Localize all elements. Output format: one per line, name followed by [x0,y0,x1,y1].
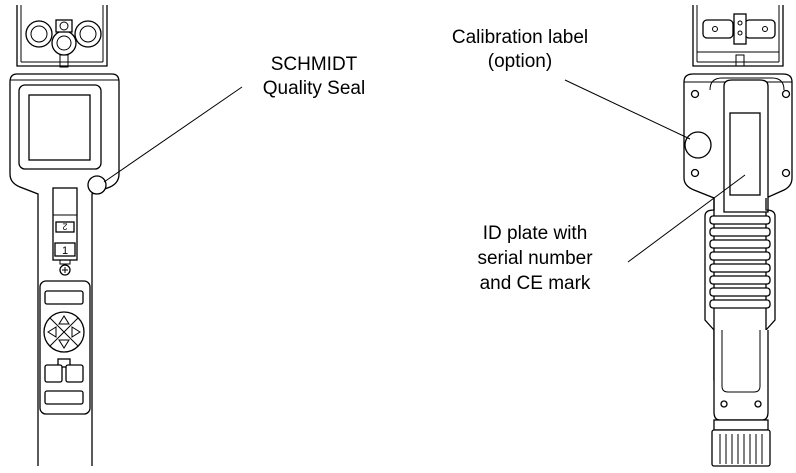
quality-seal-sticker [87,175,107,195]
rear-cap-rim [713,419,769,431]
front-key-top [44,290,84,305]
arrow-down-icon [58,339,70,349]
callout-id-plate-line3: and CE mark [480,273,591,294]
front-housing-right [91,73,120,466]
arrow-right-icon [71,326,81,338]
rear-screw [690,168,700,178]
rear-cap-ridges [719,434,763,464]
callout-id-plate: ID plate with serial number and CE mark [477,174,746,294]
front-selector-digit-top: 2 [62,222,67,232]
rear-screw [781,168,791,178]
calibration-label-sticker [684,131,712,159]
front-housing-left [9,73,39,466]
arrow-left-icon [47,326,57,338]
callout-calibration-line2: (option) [488,51,552,72]
leader-line-calibration [564,79,691,140]
id-plate [729,112,761,196]
callout-id-plate-line2: serial number [477,248,593,269]
front-head-frame [16,5,108,67]
rear-screw [781,89,791,99]
front-key-left [44,364,63,383]
front-display [28,94,91,161]
device-front-view: 2 1 [9,5,120,466]
rear-guide [733,13,747,45]
rear-screw [754,400,762,408]
leader-line-id-plate [627,174,746,263]
front-key-small [57,358,71,368]
callout-quality-seal-line2: Quality Seal [263,78,365,99]
front-key-bottom [44,390,84,405]
front-roller-right [74,20,102,48]
callout-quality-seal: SCHMIDT Quality Seal [103,54,365,183]
arrow-up-icon [58,315,70,325]
rear-battery-cap [711,429,771,467]
callout-calibration-label: Calibration label (option) [452,27,691,140]
leader-line-quality-seal [103,86,243,183]
device-rear-view [683,5,793,467]
rear-grip-ribs [709,215,771,309]
front-selector-digit-bottom-box [54,242,76,257]
callout-calibration-line1: Calibration label [452,27,588,48]
rear-screw [720,400,728,408]
front-roller-left [25,20,53,48]
callout-quality-seal-line1: SCHMIDT [271,54,358,75]
callout-id-plate-line1: ID plate with [483,223,588,244]
front-roller-center [51,30,77,56]
front-key-right [65,364,84,383]
rear-screw [690,89,700,99]
front-selector-digit-bottom: 1 [62,245,68,257]
front-selector-digit-top-box [55,221,75,233]
rear-roller-right [744,19,776,39]
